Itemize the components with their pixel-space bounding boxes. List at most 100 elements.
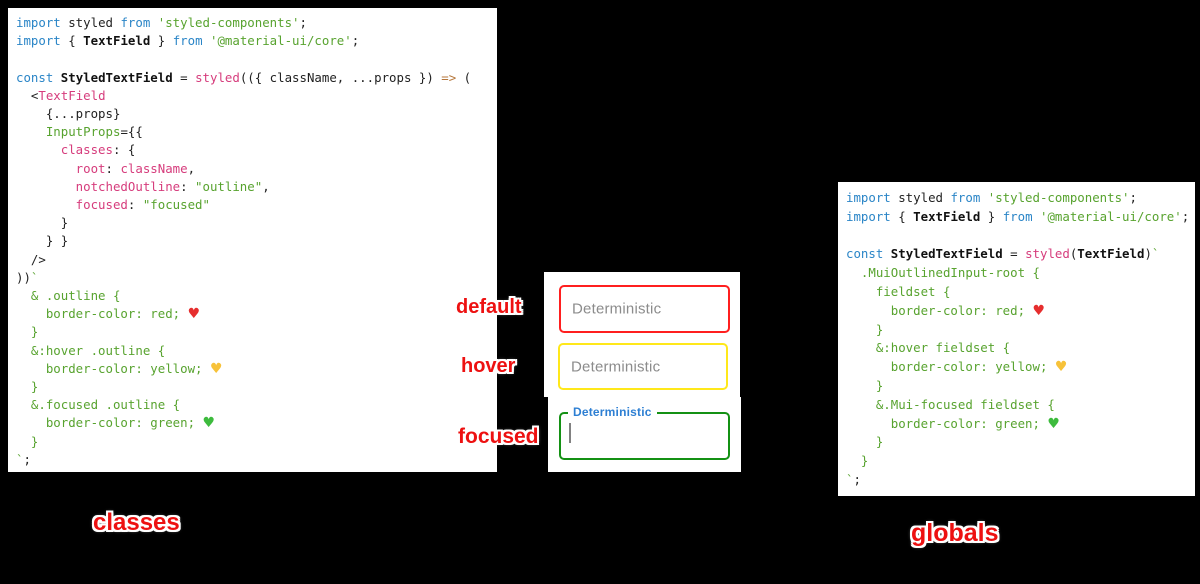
code-token: }: [846, 377, 884, 393]
code-token: (: [456, 69, 472, 85]
code-line: &:hover fieldset {: [846, 339, 1195, 358]
caption-classes: classes: [93, 509, 180, 536]
code-token: root: [16, 160, 106, 176]
code-token: styled: [1025, 246, 1070, 262]
code-token: "outline": [195, 178, 263, 194]
code-line: {...props}: [16, 105, 497, 123]
code-line: &.focused .outline {: [16, 396, 497, 414]
textfield-hover[interactable]: Deterministic: [558, 343, 728, 390]
heart-icon: ♥: [1047, 415, 1060, 432]
code-line: border-color: yellow; ♥: [846, 358, 1195, 377]
code-token: }: [16, 433, 39, 449]
code-token: .MuiOutlinedInput-root {: [846, 265, 1040, 281]
code-line: notchedOutline: "outline",: [16, 178, 497, 196]
code-token: from: [120, 15, 151, 30]
code-line: import styled from 'styled-components';: [846, 189, 1195, 208]
code-line: fieldset {: [846, 283, 1195, 302]
code-token: notchedOutline: [16, 178, 181, 194]
code-token: from: [1002, 208, 1033, 224]
code-token: :: [127, 197, 143, 213]
code-token: const: [16, 69, 54, 85]
code-line: }: [846, 433, 1195, 452]
code-token: ;: [23, 451, 31, 467]
code-token: &:hover fieldset {: [846, 340, 1011, 356]
code-token: }: [16, 324, 39, 340]
code-token: styled: [195, 69, 240, 85]
code-token: }: [846, 434, 884, 450]
code-token: border-color: yellow;: [846, 359, 1055, 375]
code-line: <TextField: [16, 87, 497, 105]
code-token: TextField: [913, 208, 981, 224]
code-token: ;: [351, 33, 360, 49]
code-token: }: [846, 321, 884, 337]
textfield-focused[interactable]: [559, 412, 730, 460]
heart-icon: ♥: [1054, 359, 1068, 376]
code-token: {...props}: [16, 106, 121, 122]
code-token: }: [846, 453, 869, 469]
label-hover: hover: [461, 355, 516, 377]
code-token: =>: [441, 69, 457, 85]
code-token: styled: [60, 15, 121, 30]
code-token: const: [846, 246, 884, 262]
heart-icon: ♥: [1032, 302, 1046, 319]
code-token: :: [180, 178, 196, 194]
code-token: className: [120, 160, 188, 176]
textfield-hover-placeholder: Deterministic: [571, 358, 661, 375]
code-token: fieldset {: [846, 283, 951, 299]
code-token: />: [16, 251, 46, 267]
label-default: default: [456, 296, 522, 318]
code-line: border-color: red; ♥: [846, 302, 1195, 321]
code-line: root: className,: [16, 160, 497, 178]
code-line: }: [16, 378, 497, 396]
code-token: border-color: green;: [16, 415, 203, 431]
code-token: :: [105, 160, 121, 176]
code-token: }: [16, 379, 39, 395]
code-line: border-color: green; ♥: [16, 414, 497, 432]
code-line: />: [16, 251, 497, 269]
code-panel-classes: import styled from 'styled-components';i…: [8, 8, 497, 472]
code-line: import styled from 'styled-components';: [16, 14, 497, 32]
code-line: ))`: [16, 269, 497, 287]
textfield-focused-floating-label: Deterministic: [568, 405, 657, 419]
code-panel-globals: import styled from 'styled-components';i…: [838, 182, 1195, 496]
code-token: "focused": [142, 197, 210, 213]
code-token: import: [846, 190, 891, 205]
code-line: &:hover .outline {: [16, 342, 497, 360]
code-token: &.Mui-focused fieldset {: [846, 396, 1055, 412]
code-token: classes: [16, 142, 113, 158]
code-token: border-color: red;: [16, 306, 188, 322]
code-token: {: [890, 208, 914, 224]
code-line: }: [846, 321, 1195, 340]
code-token: from: [950, 190, 981, 205]
textfield-default-placeholder: Deterministic: [572, 300, 662, 318]
code-token: `: [846, 471, 854, 487]
heart-icon: ♥: [202, 415, 216, 432]
code-token: ={{: [120, 124, 143, 140]
code-token: &.focused .outline {: [16, 397, 181, 413]
code-token: }: [16, 215, 69, 231]
code-token: import: [846, 208, 891, 224]
code-token: : {: [112, 142, 136, 158]
code-token: ): [1144, 246, 1152, 262]
code-token: ;: [853, 471, 861, 487]
code-token: <: [16, 87, 39, 103]
code-line: [16, 50, 497, 68]
code-token: & .outline {: [16, 288, 121, 304]
code-token: ,: [262, 178, 270, 194]
code-token: 'styled-components': [150, 15, 300, 30]
code-token: '@material-ui/core': [1032, 208, 1182, 224]
code-token: StyledTextField: [53, 69, 173, 85]
caption-globals: globals: [911, 519, 999, 547]
code-token: TextField: [38, 87, 106, 103]
code-line: border-color: green; ♥: [846, 415, 1195, 434]
code-token: =: [1002, 246, 1026, 262]
code-token: '@material-ui/core': [202, 33, 352, 49]
heart-icon: ♥: [209, 360, 223, 377]
code-line: border-color: yellow; ♥: [16, 360, 497, 378]
code-token: styled: [890, 190, 951, 205]
code-token: } }: [16, 233, 69, 249]
code-line: border-color: red; ♥: [16, 305, 497, 323]
textfield-default[interactable]: Deterministic: [559, 285, 730, 333]
code-token: }: [150, 33, 173, 49]
code-token: focused: [16, 197, 128, 213]
